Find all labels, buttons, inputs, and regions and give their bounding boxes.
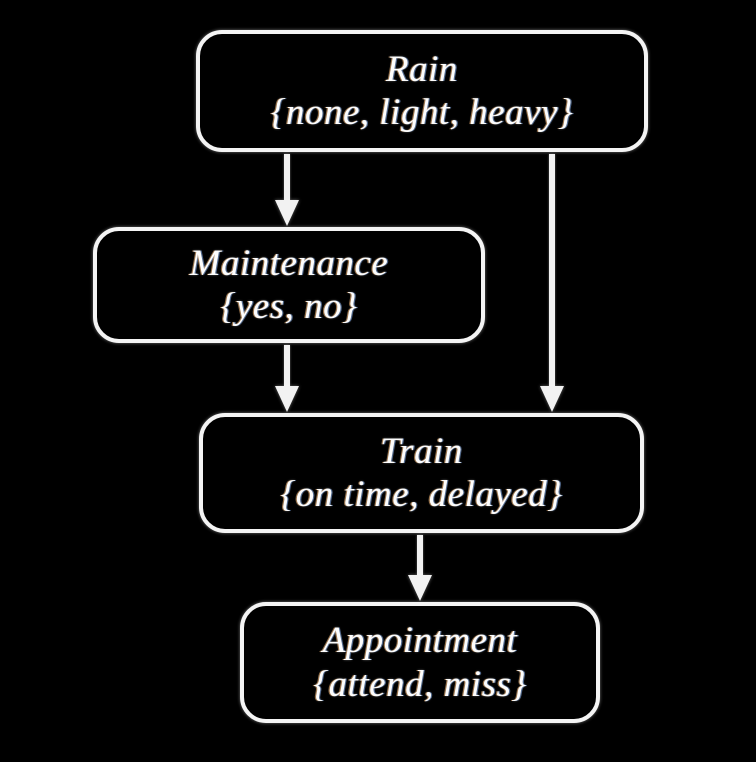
edge-shaft: [549, 154, 555, 386]
node-appointment-states: {attend, miss}: [313, 663, 527, 705]
node-train-title: Train: [380, 430, 463, 472]
node-maintenance-states: {yes, no}: [220, 286, 358, 327]
node-train[interactable]: Train {on time, delayed}: [199, 413, 644, 533]
edge-train-to-appointment: [396, 535, 444, 601]
node-rain-title: Rain: [386, 48, 458, 90]
edge-shaft: [417, 535, 423, 575]
node-train-states: {on time, delayed}: [280, 474, 563, 515]
node-rain[interactable]: Rain {none, light, heavy}: [196, 30, 648, 152]
edge-shaft: [284, 154, 290, 200]
edge-rain-to-train: [528, 154, 576, 412]
arrowhead-down-icon: [275, 386, 299, 412]
edge-rain-to-maintenance: [263, 154, 311, 226]
arrowhead-down-icon: [540, 386, 564, 412]
arrowhead-down-icon: [408, 575, 432, 601]
arrowhead-down-icon: [275, 200, 299, 226]
node-appointment-title: Appointment: [322, 620, 518, 662]
node-appointment[interactable]: Appointment {attend, miss}: [240, 602, 600, 723]
edge-shaft: [284, 345, 290, 386]
node-maintenance-title: Maintenance: [189, 242, 389, 284]
edge-maintenance-to-train: [263, 345, 311, 412]
node-maintenance[interactable]: Maintenance {yes, no}: [93, 227, 485, 343]
node-rain-states: {none, light, heavy}: [270, 92, 574, 133]
